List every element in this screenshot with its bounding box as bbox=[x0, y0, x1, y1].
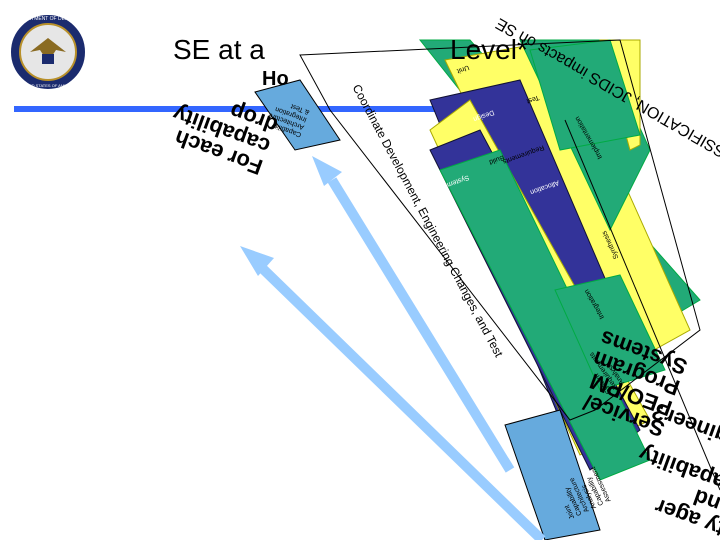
stripe-cascade bbox=[418, 39, 701, 481]
dod-seal: DEPARTMENT OF DEFENSE UNITED STATES OF A… bbox=[9, 13, 87, 91]
arrow-2-shaft bbox=[258, 264, 546, 540]
capability-card-shape bbox=[254, 79, 341, 151]
seal-bottom-text: UNITED STATES OF AMERICA bbox=[20, 83, 77, 88]
subtitle-fragment: Ho bbox=[262, 68, 289, 90]
arrow-2-head bbox=[240, 246, 274, 276]
stripe-9 bbox=[554, 274, 666, 391]
eagle-icon bbox=[30, 38, 66, 62]
arrow-1-shaft bbox=[327, 177, 515, 473]
diagonal-connector bbox=[564, 119, 720, 491]
arrows bbox=[240, 156, 546, 540]
stack-outline bbox=[299, 39, 701, 421]
title-right: Level* bbox=[450, 34, 528, 65]
title-left: SE at a bbox=[173, 34, 265, 65]
stripe-10 bbox=[529, 39, 641, 151]
stripe-8 bbox=[439, 149, 651, 481]
arrow-1-head bbox=[312, 156, 342, 186]
seal-top-text: DEPARTMENT OF DEFENSE bbox=[14, 16, 82, 22]
bottom-card-shape bbox=[504, 409, 601, 540]
